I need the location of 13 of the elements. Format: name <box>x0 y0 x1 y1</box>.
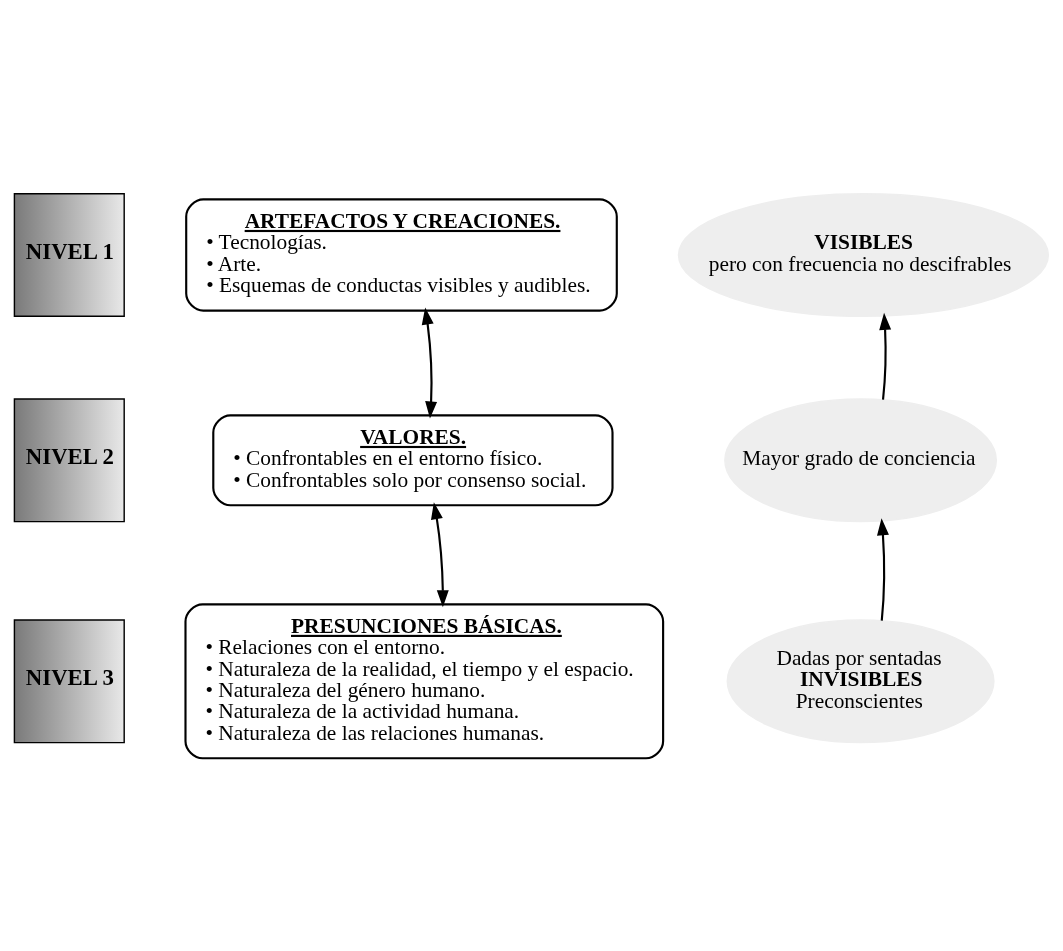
node-ellipse: Dadas por sentadas INVISIBLES Preconscientes <box>726 618 995 743</box>
node-box: PRESUNCIONES BÁSICAS. • Relaciones con el entorno. • Naturaleza de la realidad, el tiempo y el espacio. • Naturaleza del género humano. • Naturaleza de la actividad humana. • Naturaleza de las relaciones humanas. <box>184 602 665 759</box>
node-ellipse: VISIBLES pero con frecuencia no descifrables <box>677 192 1050 317</box>
node-box: NIVEL 1 <box>13 192 125 317</box>
node-box: NIVEL 3 <box>13 618 125 743</box>
node-ellipse: Mayor grado de conciencia <box>724 397 998 522</box>
node-box: VALORES. • Confrontables en el entorno físico. • Confrontables solo por consenso social. <box>212 413 614 506</box>
arrow <box>421 307 438 419</box>
arrow <box>879 312 892 400</box>
node-box: NIVEL 2 <box>13 397 125 522</box>
node-box: ARTEFACTOS Y CREACIONES. • Tecnologías. • Arte. • Esquemas de conductas visibles y audibles. <box>185 197 618 312</box>
arrow <box>431 501 449 607</box>
arrow <box>877 517 889 621</box>
